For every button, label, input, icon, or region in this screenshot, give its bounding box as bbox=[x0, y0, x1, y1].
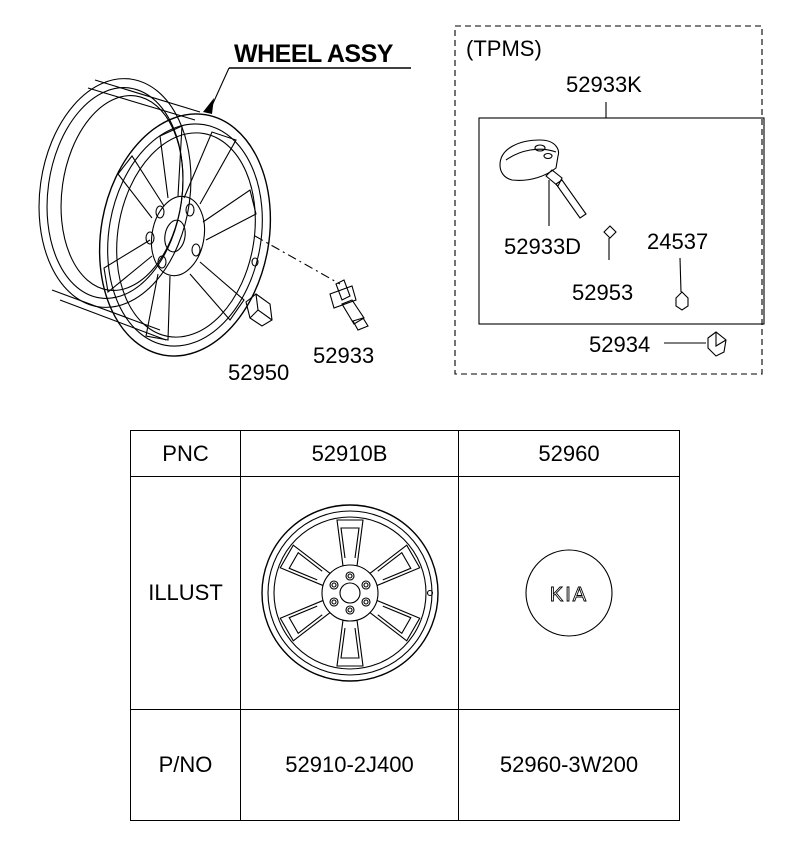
small-cap-icon bbox=[675, 257, 689, 311]
callout-small-cap: 24537 bbox=[647, 229, 709, 254]
callout-sensor: 52933D bbox=[504, 234, 582, 259]
illust-cell-wheel bbox=[240, 476, 459, 710]
lug-nut-icon bbox=[245, 293, 273, 327]
sensor-valve-icon bbox=[545, 169, 587, 226]
table-row: PNC 52910B 52960 bbox=[130, 430, 680, 477]
parts-table: PNC 52910B 52960 ILLUST bbox=[130, 430, 680, 821]
kia-center-cap-icon: KIA bbox=[525, 549, 613, 637]
pnc-header: PNC bbox=[130, 430, 241, 477]
callout-nut: 52934 bbox=[589, 332, 651, 357]
table-row: ILLUST bbox=[130, 476, 680, 710]
valve-core-icon bbox=[603, 225, 617, 260]
valve-stem-icon bbox=[329, 279, 369, 331]
illust-cell-cap: KIA bbox=[458, 476, 680, 710]
callout-valve-core: 52953 bbox=[572, 280, 634, 305]
callout-lug-nut: 52950 bbox=[228, 360, 290, 385]
pnc-cell: 52960 bbox=[458, 430, 680, 477]
pnc-cell: 52910B bbox=[240, 430, 459, 477]
pno-header: P/NO bbox=[130, 709, 241, 821]
callout-valve: 52933 bbox=[313, 343, 375, 368]
illust-header: ILLUST bbox=[130, 476, 241, 710]
diagram-title: WHEEL ASSY bbox=[234, 40, 393, 68]
pno-cell: 52960-3W200 bbox=[458, 709, 680, 821]
tpms-box-label: (TPMS) bbox=[466, 36, 542, 61]
alloy-wheel-icon bbox=[260, 504, 439, 682]
table-row: P/NO 52910-2J400 52960-3W200 bbox=[130, 709, 680, 821]
tpms-sensor-icon bbox=[499, 139, 560, 181]
tpms-nut-icon bbox=[707, 331, 727, 357]
kia-logo-text: KIA bbox=[550, 584, 588, 606]
pno-cell: 52910-2J400 bbox=[240, 709, 459, 821]
wheel-assy-icon bbox=[38, 78, 272, 357]
callout-tpms-kit: 52933K bbox=[566, 72, 642, 97]
